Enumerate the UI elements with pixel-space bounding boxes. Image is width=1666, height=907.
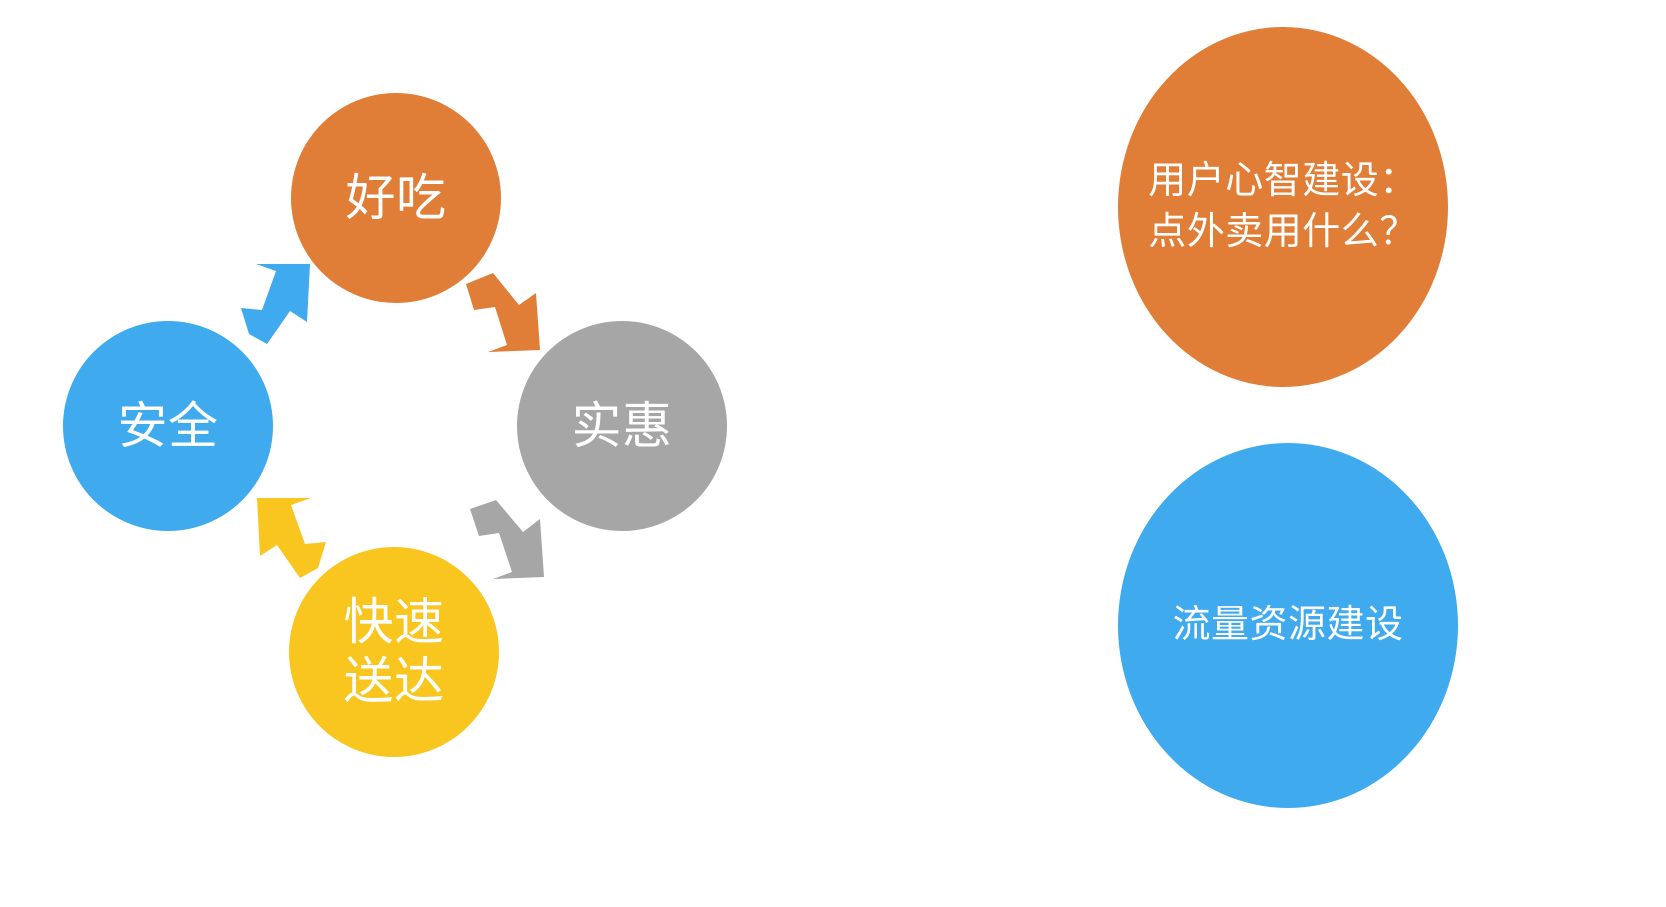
outcome-circle-traffic[interactable]: 流量资源建设 [1118, 443, 1458, 808]
outcome-circle-mindshare-label: 用户心智建设： 点外卖用什么？ [1148, 159, 1418, 253]
outcome-circle-mindshare[interactable]: 用户心智建设： 点外卖用什么？ [1118, 27, 1448, 387]
cycle-node-left[interactable]: 安全 [63, 321, 273, 531]
cycle-node-bottom-label: 快速 送达 [343, 594, 445, 709]
cycle-node-bottom[interactable]: 快速 送达 [289, 547, 499, 757]
cycle-diagram: 好吃 实惠 快速 送达 安全 [63, 93, 727, 757]
cycle-node-left-label: 安全 [117, 397, 219, 454]
cycle-node-top[interactable]: 好吃 [291, 93, 501, 303]
cycle-node-right[interactable]: 实惠 [517, 321, 727, 531]
arrow-up-left-icon [245, 496, 329, 582]
cycle-node-right-label: 实惠 [571, 397, 673, 454]
arrow-down-right-icon [462, 266, 544, 354]
outcome-circle-traffic-label: 流量资源建设 [1172, 603, 1404, 646]
arrow-down-left-icon [466, 494, 550, 582]
cycle-node-top-label: 好吃 [345, 169, 447, 226]
outcome-circles: 用户心智建设： 点外卖用什么？ 流量资源建设 [1050, 0, 1520, 907]
arrow-up-right-icon [238, 262, 318, 348]
